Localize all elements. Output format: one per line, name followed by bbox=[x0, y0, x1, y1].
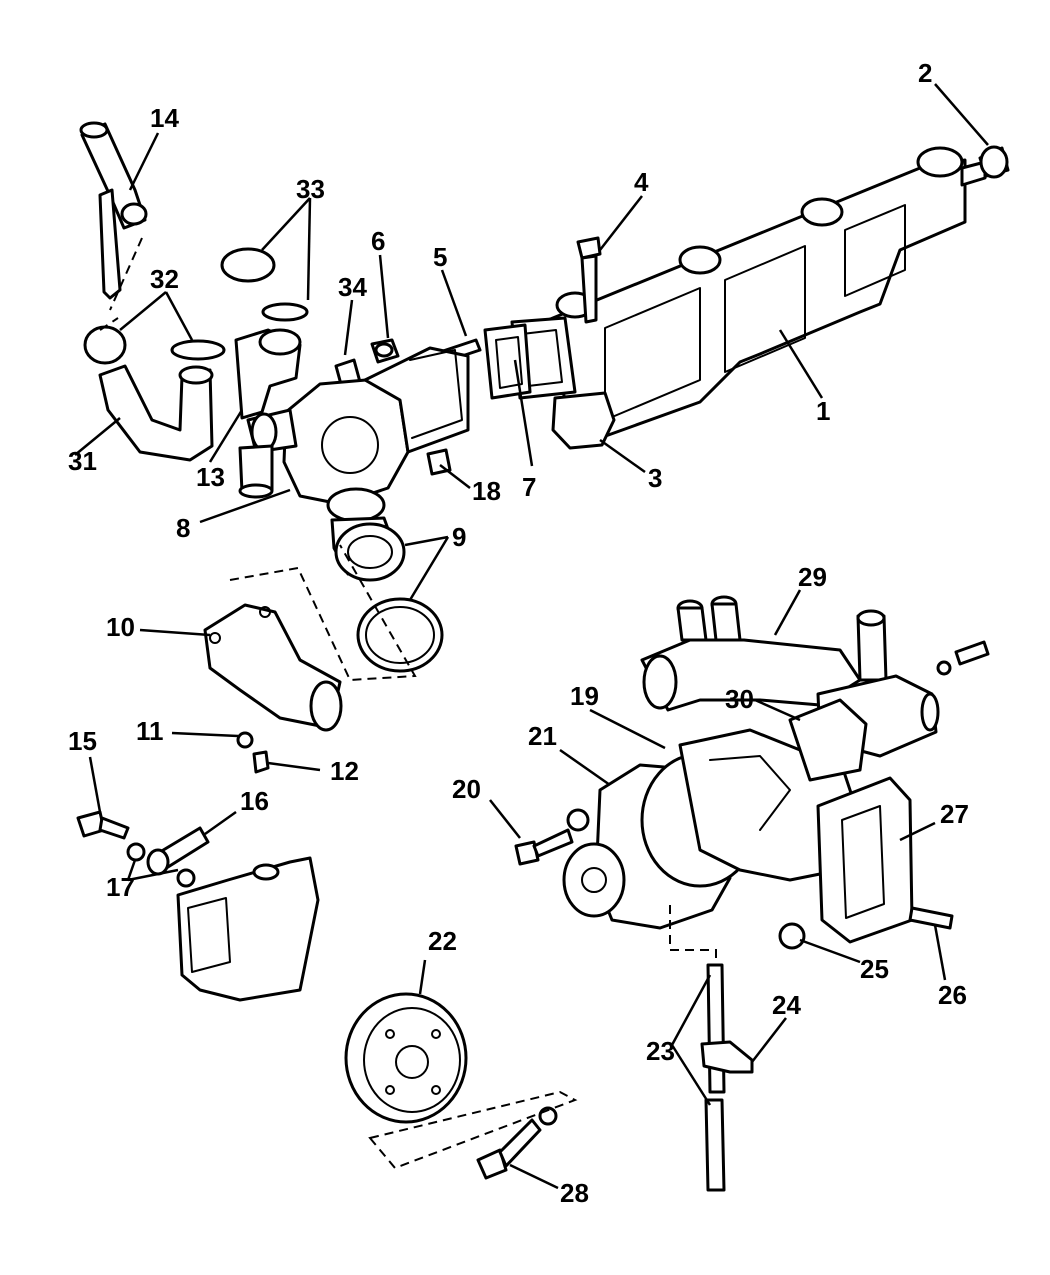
pump-flange-gasket bbox=[816, 776, 914, 944]
pump-bolt-20 bbox=[514, 828, 574, 866]
gasket-plate bbox=[483, 323, 532, 400]
hose-clamp-32a bbox=[83, 325, 127, 365]
callout-11: 11 bbox=[136, 716, 164, 746]
washer-17b bbox=[176, 868, 196, 888]
callout-23: 23 bbox=[646, 1036, 675, 1066]
hose-31 bbox=[98, 364, 214, 462]
callout-5: 5 bbox=[433, 242, 447, 272]
callout-labels: 1 2 3 4 5 6 7 8 9 10 11 12 13 14 15 16 1… bbox=[68, 58, 969, 1208]
callout-16: 16 bbox=[240, 786, 269, 816]
callout-13: 13 bbox=[196, 462, 225, 492]
callout-6: 6 bbox=[371, 226, 385, 256]
drain-tube-lower bbox=[704, 1098, 726, 1192]
hose-clamp-32b bbox=[170, 339, 226, 361]
callout-32: 32 bbox=[150, 264, 179, 294]
nut-6 bbox=[370, 338, 400, 364]
callout-28: 28 bbox=[560, 1178, 589, 1208]
drain-tube-upper bbox=[706, 963, 726, 1094]
manifold-bolt bbox=[576, 236, 602, 324]
callout-33: 33 bbox=[296, 174, 325, 204]
callout-10: 10 bbox=[106, 612, 135, 642]
callout-2: 2 bbox=[918, 58, 932, 88]
outlet-elbow bbox=[203, 603, 343, 732]
callout-30: 30 bbox=[725, 684, 754, 714]
callout-17: 17 bbox=[106, 872, 135, 902]
tube-clip-24 bbox=[700, 1040, 754, 1074]
thermostat bbox=[326, 487, 406, 582]
callout-19: 19 bbox=[570, 681, 599, 711]
hose-clamp-33a bbox=[220, 247, 276, 283]
callout-25: 25 bbox=[860, 954, 889, 984]
callout-27: 27 bbox=[940, 799, 969, 829]
callout-8: 8 bbox=[176, 513, 190, 543]
callout-4: 4 bbox=[634, 167, 649, 197]
washer-17a bbox=[126, 842, 146, 862]
pipe-14 bbox=[79, 121, 148, 300]
pipe-bolt-top bbox=[936, 640, 990, 676]
bolt-15 bbox=[76, 810, 130, 840]
callout-22: 22 bbox=[428, 926, 457, 956]
pump-stud-26 bbox=[908, 906, 954, 930]
callout-18: 18 bbox=[472, 476, 501, 506]
callout-15: 15 bbox=[68, 726, 97, 756]
manifold-stub bbox=[176, 856, 320, 1002]
pipe-gasket-30 bbox=[788, 698, 868, 782]
pulley bbox=[344, 992, 468, 1124]
thermostat-seal-ring bbox=[356, 597, 444, 673]
washer-11 bbox=[236, 731, 254, 749]
callout-24: 24 bbox=[772, 990, 801, 1020]
callout-3: 3 bbox=[648, 463, 662, 493]
callout-12: 12 bbox=[330, 756, 359, 786]
callout-29: 29 bbox=[798, 562, 827, 592]
callout-34: 34 bbox=[338, 272, 367, 302]
hose-13 bbox=[234, 328, 302, 420]
pump-washer-20 bbox=[566, 808, 590, 832]
bolt-28 bbox=[476, 1118, 542, 1180]
callout-26: 26 bbox=[938, 980, 967, 1010]
coolant-pipe-29 bbox=[640, 595, 940, 758]
callout-9: 9 bbox=[452, 522, 466, 552]
callout-14: 14 bbox=[150, 103, 179, 133]
callout-20: 20 bbox=[452, 774, 481, 804]
alignment-guides bbox=[99, 237, 717, 1170]
coolant-manifold-rail bbox=[546, 146, 987, 440]
end-cap bbox=[978, 145, 1010, 179]
callout-7: 7 bbox=[522, 472, 536, 502]
thermostat-housing bbox=[238, 346, 470, 506]
hose-clamp-33b bbox=[261, 302, 309, 322]
bolt-12 bbox=[252, 750, 270, 774]
leader-lines bbox=[74, 83, 989, 1190]
pump-nut-25 bbox=[778, 922, 806, 950]
callout-21: 21 bbox=[528, 721, 557, 751]
callout-1: 1 bbox=[816, 396, 830, 426]
callout-31: 31 bbox=[68, 446, 97, 476]
bolt-16 bbox=[146, 826, 210, 876]
